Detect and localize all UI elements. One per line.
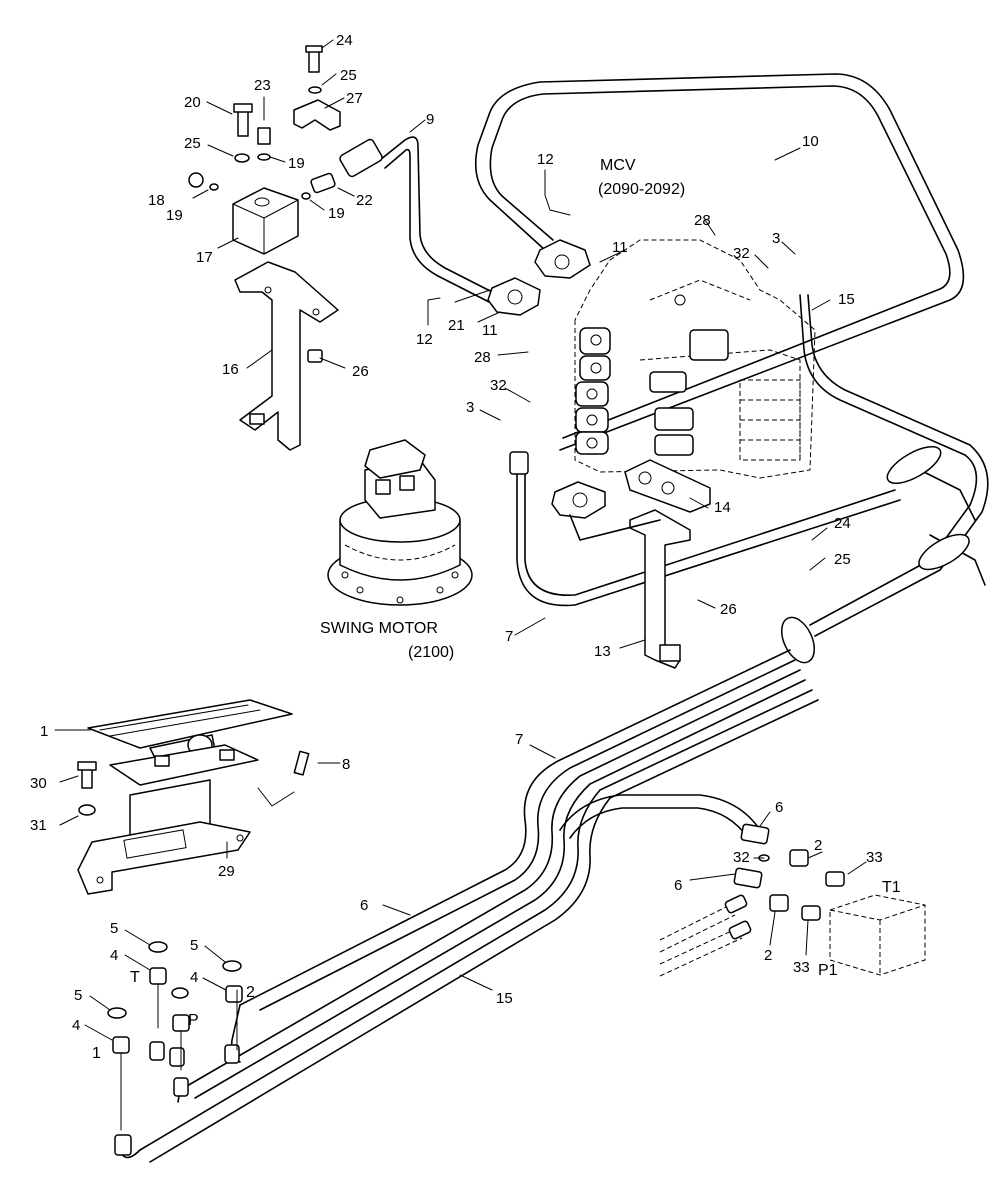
- callout-15: 15: [496, 990, 513, 1007]
- callout-32: 32: [490, 377, 507, 394]
- bracket-16: [234, 261, 339, 451]
- callout-32: 32: [733, 245, 750, 262]
- flange-lower: [551, 481, 661, 541]
- callout-10: 10: [802, 133, 819, 150]
- port-label-1: 1: [92, 1045, 101, 1062]
- callout-5: 5: [190, 937, 198, 954]
- callout-3: 3: [772, 230, 780, 247]
- callout-33: 33: [793, 959, 810, 976]
- callout-11: 11: [482, 322, 498, 339]
- flange-10: [534, 239, 591, 279]
- hose-7-upper: [509, 451, 901, 607]
- leader-lines: [54, 39, 867, 1131]
- port-label-p1: P1: [818, 962, 838, 979]
- callout-21: 21: [448, 317, 465, 334]
- callout-4: 4: [110, 947, 118, 964]
- callout-29: 29: [218, 863, 235, 880]
- hose-bundle-lower: [139, 649, 819, 1163]
- callout-27: 27: [346, 90, 363, 107]
- port-block-t1-p1: [829, 894, 926, 976]
- callout-8: 8: [342, 756, 350, 773]
- callout-4: 4: [72, 1017, 80, 1034]
- callout-14: 14: [714, 499, 731, 516]
- swing-motor-title: SWING MOTOR: [320, 620, 438, 637]
- callout-19: 19: [288, 155, 305, 172]
- callout-6: 6: [360, 897, 368, 914]
- hose-9: [339, 136, 501, 306]
- callout-13: 13: [594, 643, 611, 660]
- callout-33: 33: [866, 849, 883, 866]
- bolts-top-left: [188, 45, 341, 363]
- control-valve-mcv: [574, 239, 816, 479]
- callout-9: 9: [426, 111, 434, 128]
- callout-24: 24: [834, 515, 851, 532]
- bracket-29: [77, 821, 251, 895]
- callout-17: 17: [196, 249, 213, 266]
- callout-12: 12: [537, 151, 554, 168]
- swing-motor-subtitle: (2100): [408, 644, 454, 661]
- callout-3: 3: [466, 399, 474, 416]
- callout-19: 19: [166, 207, 183, 224]
- mcv-title: MCV: [600, 157, 636, 174]
- callout-28: 28: [694, 212, 711, 229]
- clamp-14: [624, 459, 711, 513]
- callout-7: 7: [505, 628, 513, 645]
- port-label-p: P: [188, 1012, 199, 1029]
- callout-6: 6: [674, 877, 682, 894]
- port-label-t1: T1: [882, 879, 901, 896]
- callout-22: 22: [356, 192, 373, 209]
- callout-15: 15: [838, 291, 855, 308]
- callout-20: 20: [184, 94, 201, 111]
- callout-11: 11: [612, 239, 628, 256]
- callout-28: 28: [474, 349, 491, 366]
- callout-25: 25: [834, 551, 851, 568]
- callout-23: 23: [254, 77, 271, 94]
- callout-2: 2: [764, 947, 772, 964]
- callout-4: 4: [190, 969, 198, 986]
- callout-12: 12: [416, 331, 433, 348]
- block-17: [232, 187, 299, 255]
- callout-26: 26: [352, 363, 369, 380]
- callout-25: 25: [184, 135, 201, 152]
- bolts-pedal: [77, 750, 310, 816]
- pipe-10: [474, 73, 965, 451]
- port-label-t: T: [130, 969, 140, 986]
- callout-19: 19: [328, 205, 345, 222]
- hose-stubs-right: [659, 894, 752, 977]
- mcv-subtitle: (2090-2092): [598, 181, 685, 198]
- swing-motor: [327, 439, 473, 606]
- callout-31: 31: [30, 817, 47, 834]
- callout-7: 7: [515, 731, 523, 748]
- callout-5: 5: [74, 987, 82, 1004]
- flange-21: [487, 277, 541, 316]
- callout-24: 24: [336, 32, 353, 49]
- callout-30: 30: [30, 775, 47, 792]
- bracket-13: [629, 509, 691, 669]
- callout-5: 5: [110, 920, 118, 937]
- callout-16: 16: [222, 361, 239, 378]
- callout-2: 2: [814, 837, 822, 854]
- callout-32: 32: [733, 849, 750, 866]
- callout-1: 1: [40, 723, 48, 740]
- hose-ends-lower: [114, 823, 770, 1159]
- port-label-2: 2: [246, 984, 255, 1001]
- callout-25: 25: [340, 67, 357, 84]
- callout-6: 6: [775, 799, 783, 816]
- pipes-right: [781, 294, 989, 664]
- callout-18: 18: [148, 192, 165, 209]
- fittings-bottom-left: [107, 941, 243, 1054]
- callout-26: 26: [720, 601, 737, 618]
